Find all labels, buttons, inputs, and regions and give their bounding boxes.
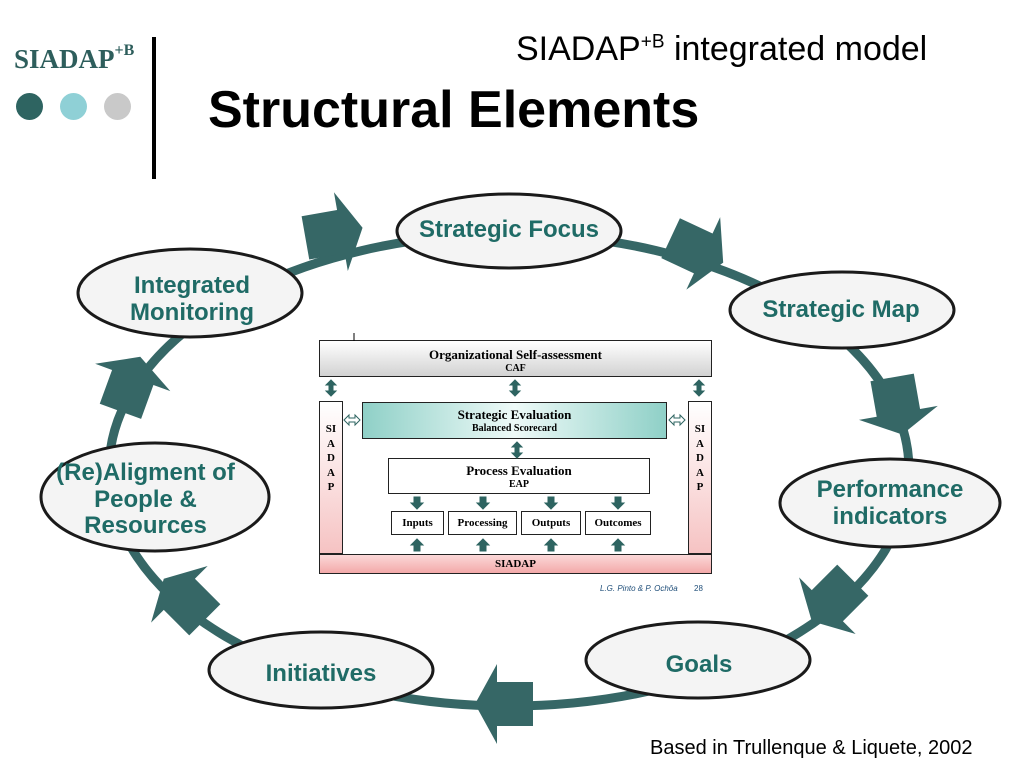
- siadap-right-label: SIADAP: [694, 423, 706, 493]
- siadap-logo: SIADAP+B: [14, 42, 135, 74]
- cycle-arrows: [95, 192, 938, 744]
- footer-citation: Based in Trullenque & Liquete, 2002: [650, 737, 973, 759]
- node-performance-indicators: Performance indicators: [816, 476, 964, 530]
- oval-realignment: [39, 441, 271, 553]
- siadap-bottom-bar: SIADAP: [319, 554, 712, 574]
- oval-strategic-focus: [395, 192, 623, 270]
- cycle-arrow-4: [799, 564, 869, 634]
- oval-integrated-monitoring: [76, 247, 304, 339]
- header-divider: [152, 37, 156, 179]
- stage-outcomes: Outcomes: [585, 511, 651, 535]
- cycle-arrow-1: [301, 192, 363, 272]
- stage-inputs: Inputs: [391, 511, 444, 535]
- node-integrated-monitoring: Integrated Monitoring: [130, 272, 254, 326]
- credit-text: L.G. Pinto & P. Ochôa: [600, 584, 678, 593]
- eap-box: Process Evaluation EAP: [388, 458, 650, 494]
- cycle-arrow-7: [95, 356, 171, 419]
- bsc-box: Strategic Evaluation Balanced Scorecard: [362, 402, 667, 439]
- stage-outputs: Outputs: [521, 511, 581, 535]
- slide-subtitle: SIADAP+B integrated model: [516, 30, 928, 68]
- logo-dot-gray: [104, 93, 131, 120]
- oval-goals: [584, 620, 812, 700]
- oval-performance-indicators: [778, 457, 1002, 549]
- siadap-left-column: [319, 401, 343, 554]
- logo-dot-light: [60, 93, 87, 120]
- siadap-left-label: SIADAP: [325, 423, 337, 493]
- cycle-arrow-2: [661, 217, 724, 290]
- siadap-right-column: [688, 401, 712, 554]
- node-initiatives: Initiatives: [265, 659, 377, 687]
- stage-processing: Processing: [448, 511, 517, 535]
- oval-strategic-map: [728, 270, 956, 350]
- node-realignment: (Re)Aligment of People & Resources: [56, 458, 235, 540]
- slide-title: Structural Elements: [208, 81, 700, 139]
- cycle-arrow-6: [151, 566, 221, 636]
- cycle-arrow-3: [858, 373, 938, 435]
- node-goals: Goals: [665, 650, 733, 678]
- node-strategic-map: Strategic Map: [762, 295, 920, 323]
- caf-box: Organizational Self-assessment CAF: [319, 340, 712, 377]
- cycle-arrow-5: [475, 664, 533, 744]
- logo-dot-dark: [16, 93, 43, 120]
- cycle-ovals: [39, 192, 1002, 710]
- page-number: 28: [694, 584, 703, 593]
- node-strategic-focus: Strategic Focus: [418, 215, 600, 243]
- oval-initiatives: [207, 630, 435, 710]
